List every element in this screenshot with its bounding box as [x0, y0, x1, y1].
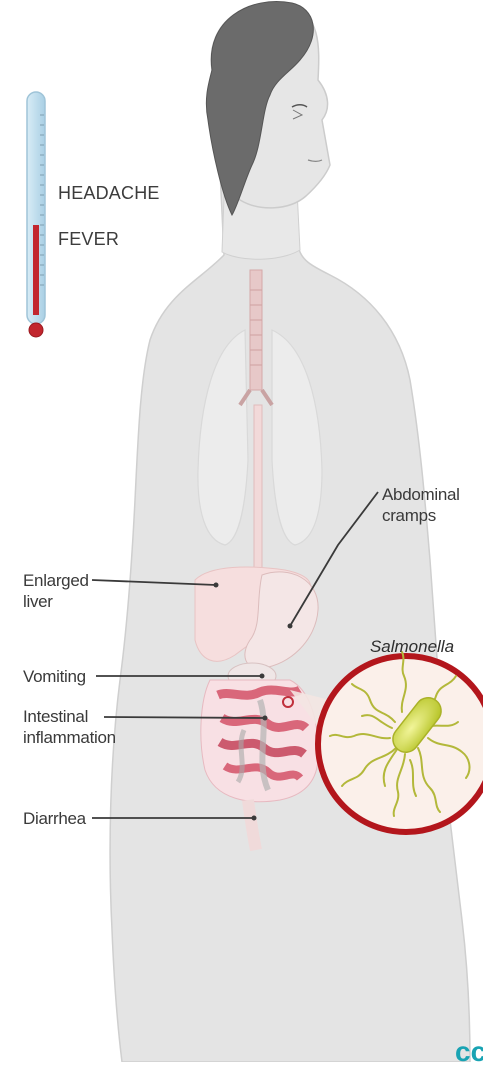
head [206, 2, 330, 215]
thermometer-icon [27, 92, 45, 337]
intestinal-label-line2: inflammation [23, 727, 116, 748]
enlarged-liver-label: Enlarged liver [23, 570, 89, 612]
intestinal-inflammation-label: Intestinal inflammation [23, 706, 116, 748]
fever-label: FEVER [58, 226, 119, 252]
intestinal-label-line1: Intestinal [23, 706, 116, 727]
abdominal-cramps-label: Abdominal cramps [382, 484, 460, 526]
abdominal-label-line2: cramps [382, 505, 460, 526]
liver-label-line1: Enlarged [23, 570, 89, 591]
abdominal-label-line1: Abdominal [382, 484, 460, 505]
diarrhea-label: Diarrhea [23, 808, 86, 829]
brand-mark: cc [455, 1036, 483, 1068]
vomiting-label: Vomiting [23, 666, 86, 687]
liver-label-line2: liver [23, 591, 89, 612]
headache-label: HEADACHE [58, 180, 160, 206]
salmonella-title: Salmonella [362, 637, 462, 657]
